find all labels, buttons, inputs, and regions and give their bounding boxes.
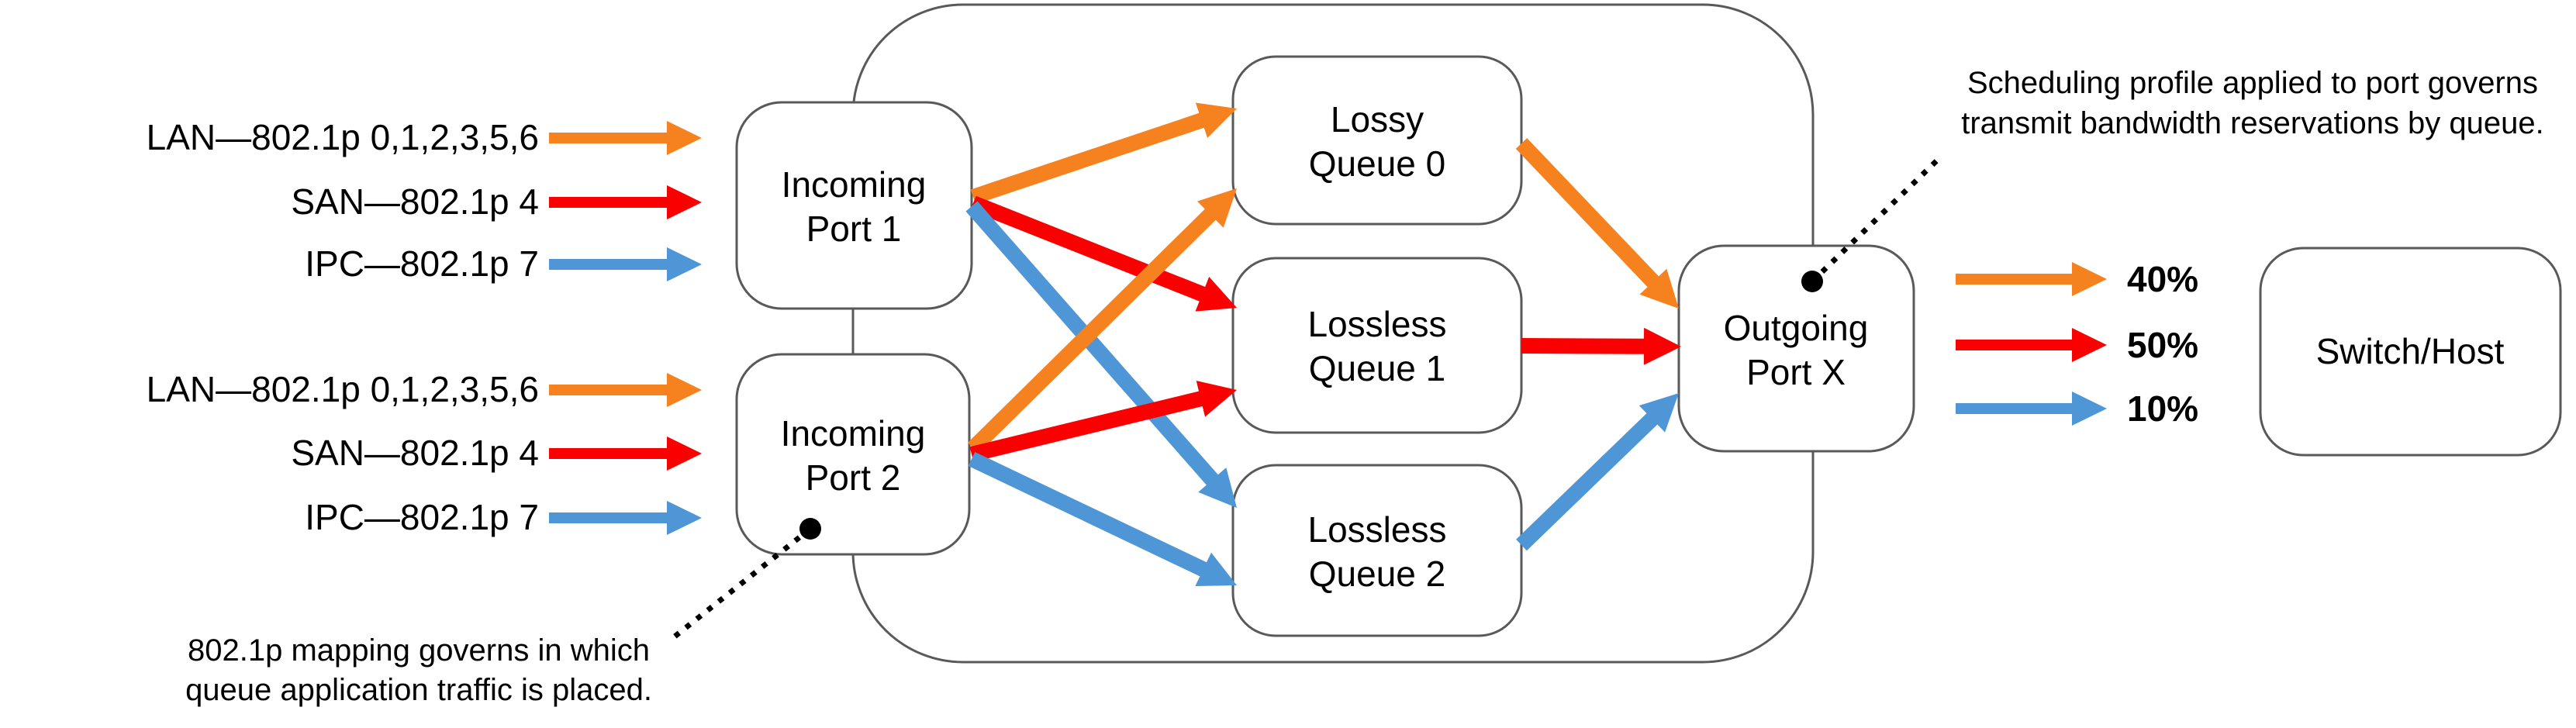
mapping-callout-anchor-dot xyxy=(799,518,821,540)
arrow-port2-to-queue1 xyxy=(969,381,1237,462)
outgoing-port-x-box xyxy=(1677,244,1915,453)
arrow-queue0-to-portx xyxy=(1515,138,1679,309)
arrow-queue1-to-portx xyxy=(1521,327,1681,365)
legend-arrow-ipc-1 xyxy=(549,247,702,281)
legend-label-ipc-2: IPC—802.1p 7 xyxy=(305,497,539,537)
scheduling-annotation-line1: Scheduling profile applied to port gover… xyxy=(1967,66,2538,100)
incoming-port-2-box xyxy=(735,353,971,556)
lossless-queue-2-label-line2: Queue 2 xyxy=(1309,554,1445,594)
arrow-port2-to-queue2 xyxy=(968,452,1237,586)
legend-label-lan-2: LAN—802.1p 0,1,2,3,5,6 xyxy=(147,369,539,409)
scheduling-annotation-line2: transmit bandwidth reservations by queue… xyxy=(1961,106,2544,140)
outgoing-port-x-label-line2: Port X xyxy=(1746,352,1846,392)
legend-arrow-lan-2 xyxy=(549,373,702,407)
lossy-queue-0-box xyxy=(1231,55,1523,226)
arrow-portx-out-50 xyxy=(1956,328,2107,362)
legend-arrow-ipc-2 xyxy=(549,501,702,535)
lossless-queue-1-box xyxy=(1231,257,1523,434)
flow-arrows-layer xyxy=(549,102,2107,586)
outgoing-port-x-label-line1: Outgoing xyxy=(1724,308,1869,348)
legend-label-lan-1: LAN—802.1p 0,1,2,3,5,6 xyxy=(147,117,539,157)
scheduling-callout-dotted-line xyxy=(1810,157,1941,284)
incoming-port-2-label-line2: Port 2 xyxy=(806,457,901,498)
scheduling-callout-anchor-dot xyxy=(1801,271,1823,292)
arrow-port2-to-queue0 xyxy=(968,188,1237,454)
legend-arrow-san-1 xyxy=(549,185,702,219)
lossless-queue-2-label-line1: Lossless xyxy=(1308,509,1447,550)
mapping-callout-dotted-line xyxy=(668,526,813,642)
incoming-port-1-label-line1: Incoming xyxy=(782,164,927,205)
legend-label-ipc-1: IPC—802.1p 7 xyxy=(305,243,539,284)
bandwidth-label-40: 40% xyxy=(2127,259,2198,299)
bandwidth-label-10: 10% xyxy=(2127,388,2198,429)
incoming-port-1-label-line2: Port 1 xyxy=(806,209,902,249)
arrow-queue2-to-portx xyxy=(1516,393,1679,551)
lossless-queue-1-label-line1: Lossless xyxy=(1308,304,1447,344)
mapping-annotation-line1: 802.1p mapping governs in which xyxy=(188,633,650,668)
legend-arrow-san-2 xyxy=(549,436,702,471)
lossless-queue-1-label-line2: Queue 1 xyxy=(1309,348,1445,388)
incoming-port-2-label-line1: Incoming xyxy=(781,413,926,454)
arrow-port1-to-queue0 xyxy=(970,102,1237,205)
arrow-port1-to-queue2 xyxy=(965,201,1237,508)
lossy-queue-0-label-line2: Queue 0 xyxy=(1309,143,1445,184)
switch-host-box xyxy=(2259,247,2562,457)
lossless-queue-2-box xyxy=(1231,464,1523,637)
incoming-port-1-box xyxy=(735,101,973,310)
mapping-annotation-line2: queue application traffic is placed. xyxy=(185,673,652,707)
arrow-portx-out-40 xyxy=(1956,262,2107,296)
bandwidth-label-50: 50% xyxy=(2127,325,2198,365)
legend-label-san-2: SAN—802.1p 4 xyxy=(291,433,539,473)
legend-label-san-1: SAN—802.1p 4 xyxy=(291,181,539,222)
legend-arrow-lan-1 xyxy=(549,121,702,155)
arrow-port1-to-queue1 xyxy=(970,195,1237,312)
arrow-portx-out-10 xyxy=(1956,392,2107,426)
switch-host-label: Switch/Host xyxy=(2316,331,2505,371)
lossy-queue-0-label-line1: Lossy xyxy=(1331,99,1424,140)
